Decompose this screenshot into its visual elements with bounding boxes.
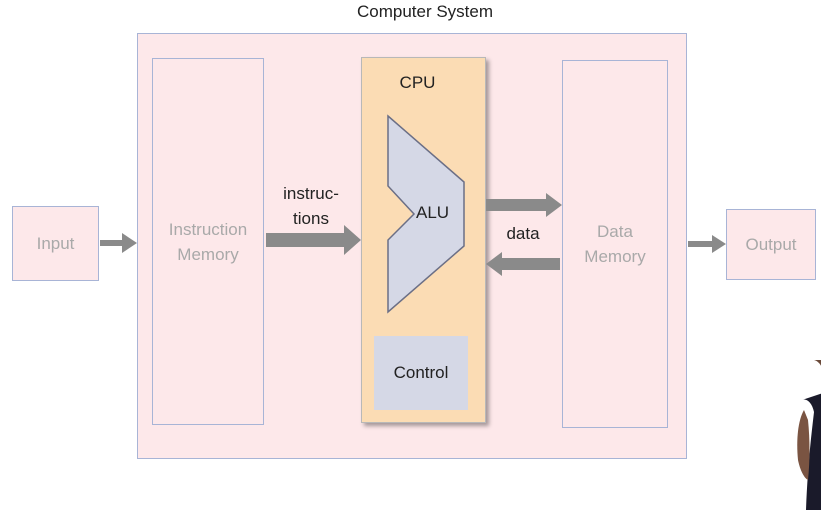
data-read-arrow bbox=[486, 252, 560, 276]
input-box: Input bbox=[12, 206, 99, 281]
data-label: data bbox=[506, 224, 540, 243]
output-label: Output bbox=[745, 235, 797, 254]
control-box: Control bbox=[374, 336, 468, 410]
instructions-label-line1: instruc- bbox=[283, 184, 339, 203]
instructions-label: instruc- tions bbox=[268, 181, 354, 231]
input-label: Input bbox=[36, 234, 75, 253]
alu-label: ALU bbox=[416, 203, 450, 222]
data-memory-label-line1: Data bbox=[597, 222, 633, 241]
cpu-label: CPU bbox=[399, 73, 436, 92]
instruction-memory-label-line1: Instruction bbox=[168, 219, 248, 239]
alu-shape bbox=[387, 114, 465, 314]
instructions-arrow bbox=[266, 225, 361, 255]
instruction-memory-box: Instruction Memory bbox=[152, 58, 264, 425]
data-write-arrow bbox=[486, 193, 562, 217]
data-memory-label-line2: Memory bbox=[584, 247, 646, 266]
data-memory-box: Data Memory bbox=[562, 60, 668, 428]
diagram-title: Computer System bbox=[356, 2, 494, 21]
diagram-shapes bbox=[100, 114, 726, 314]
instructions-label-line2: tions bbox=[293, 209, 329, 228]
instruction-memory-label-line2: Memory bbox=[177, 244, 239, 264]
output-box: Output bbox=[726, 209, 816, 280]
output-arrow bbox=[688, 235, 726, 253]
control-label: Control bbox=[393, 363, 449, 382]
presenter-figure bbox=[797, 360, 821, 510]
input-arrow bbox=[100, 233, 137, 253]
